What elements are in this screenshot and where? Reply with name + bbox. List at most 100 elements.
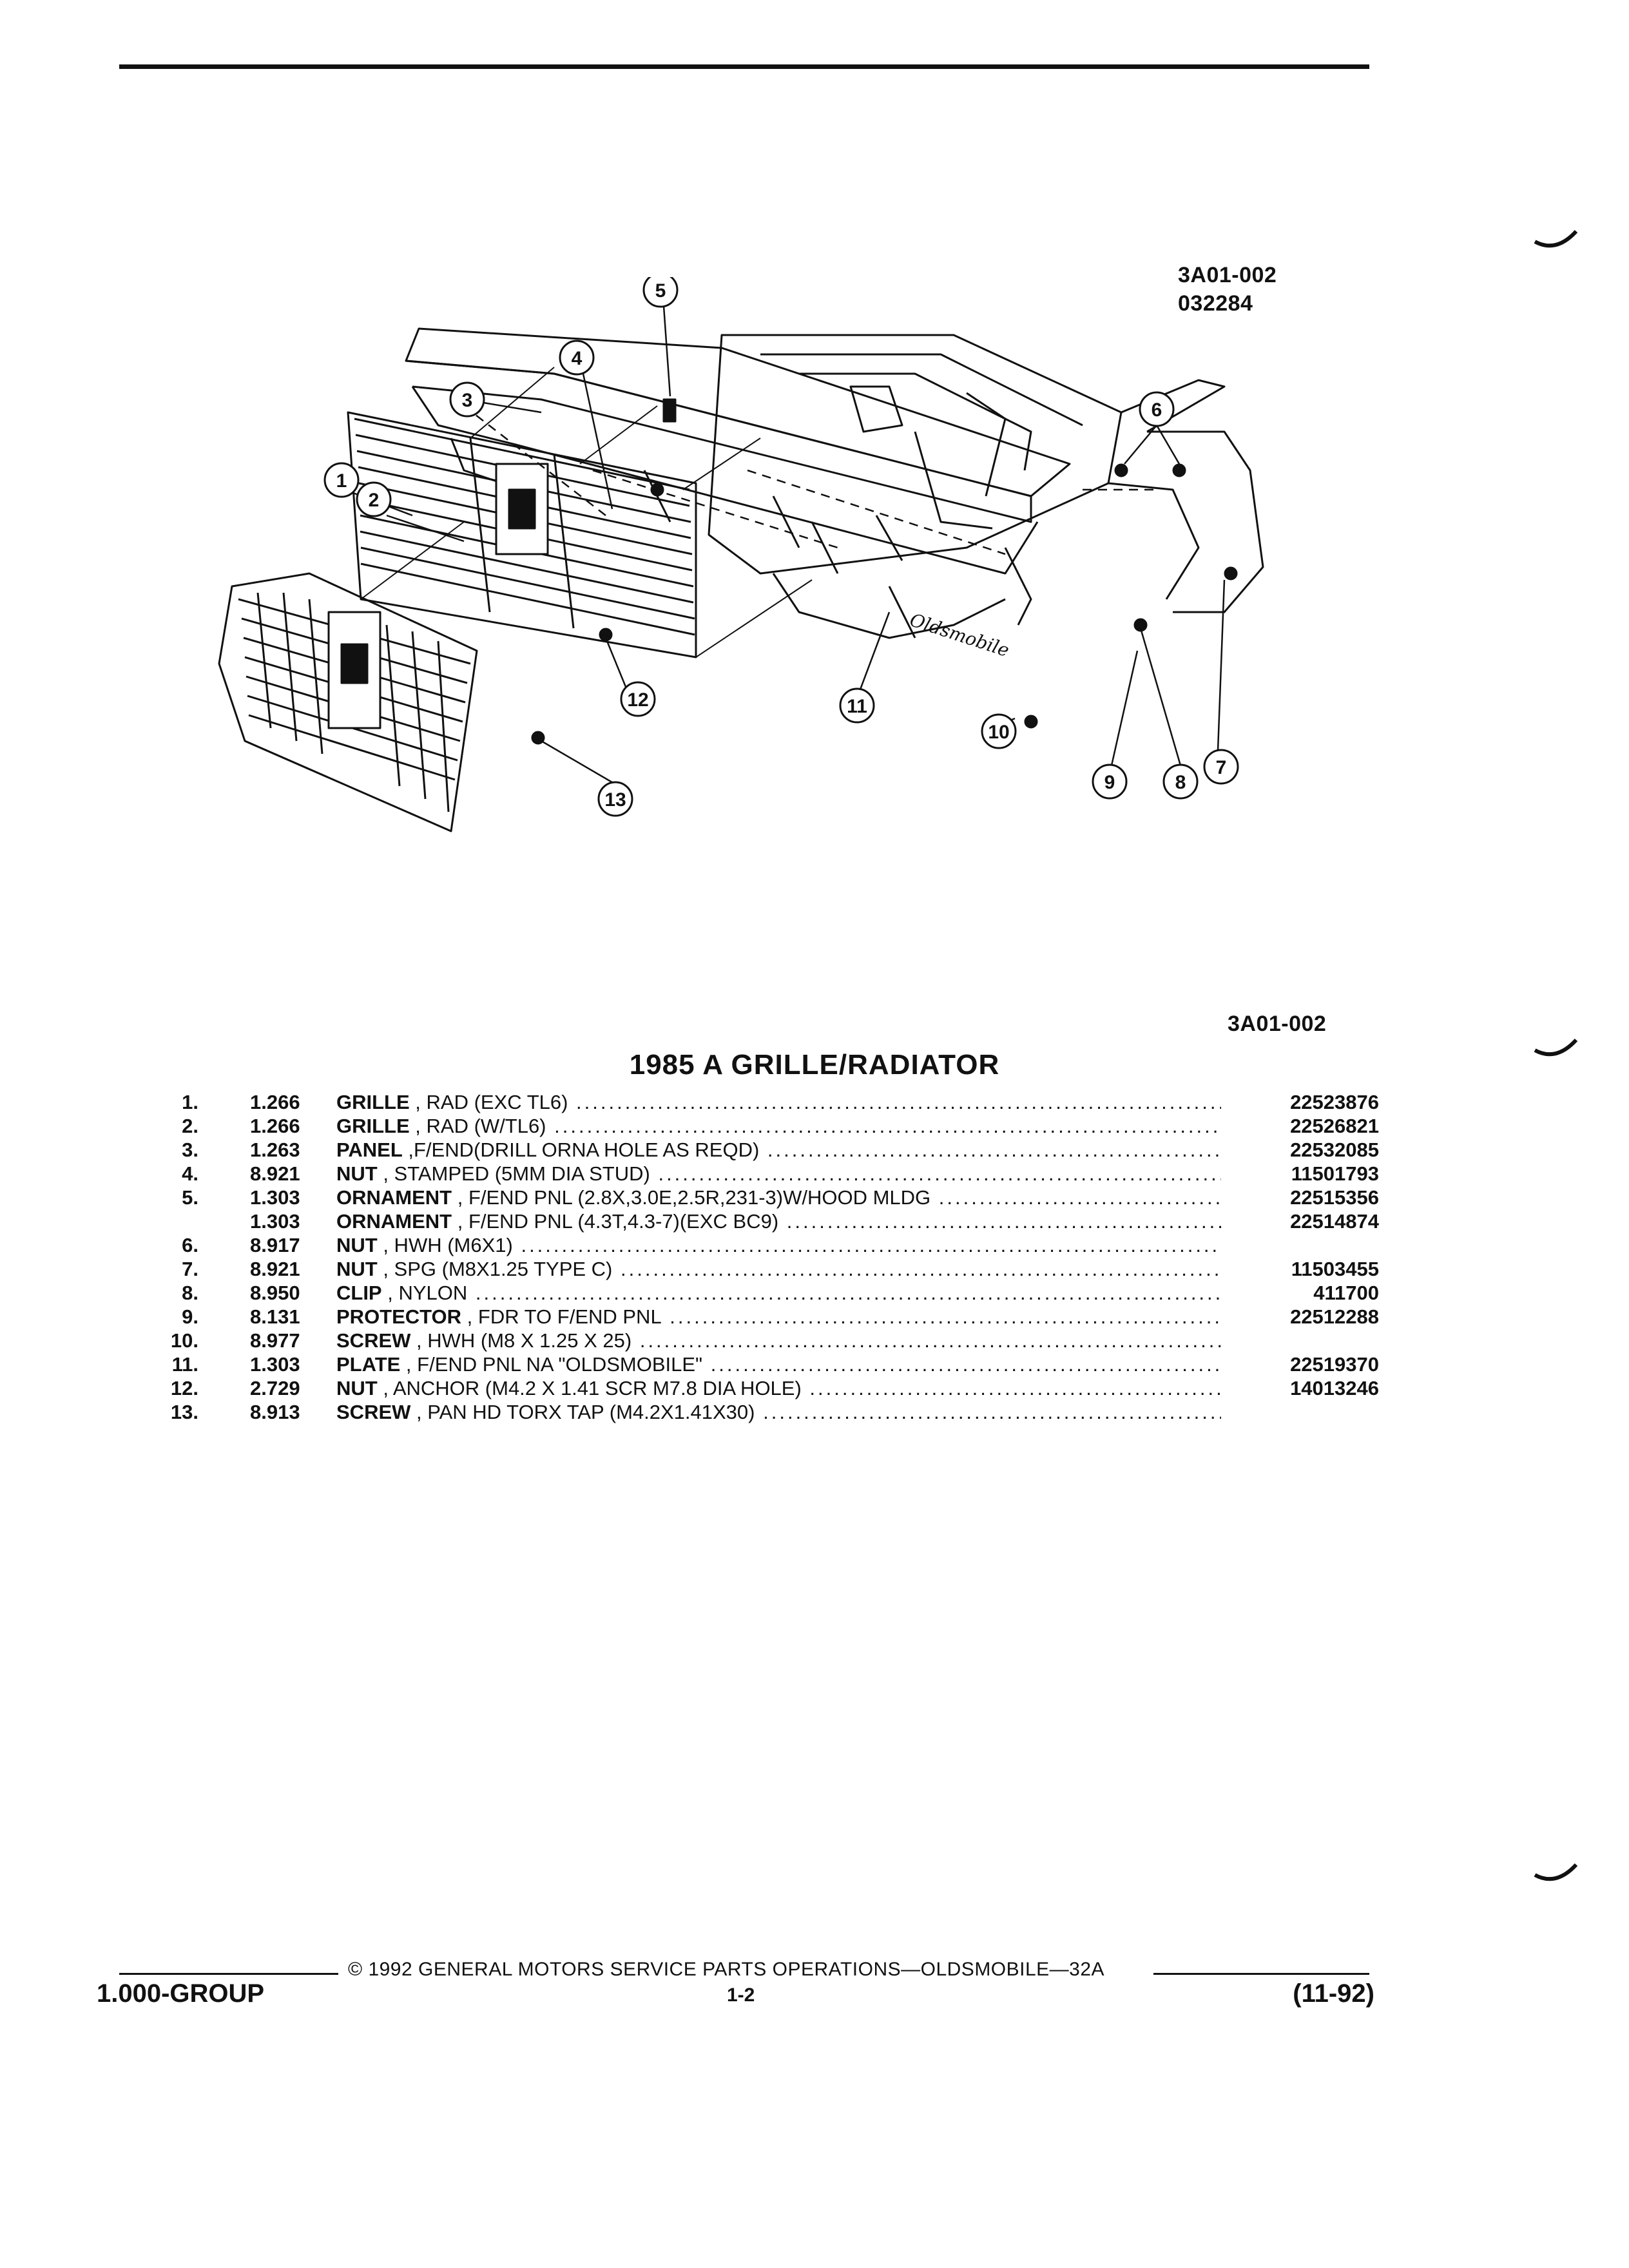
part-name: SCREW <box>336 1329 411 1352</box>
part-number: 22512288 <box>1290 1305 1379 1328</box>
svg-text:5: 5 <box>655 280 666 302</box>
grille-1 <box>218 572 478 832</box>
part-code: 8.917 <box>250 1234 300 1256</box>
part-description: GRILLE , RAD (EXC TL6) .................… <box>336 1090 1221 1114</box>
part-description: ORNAMENT , F/END PNL (4.3T,4.3-7)(EXC BC… <box>336 1209 1221 1233</box>
part-detail: , F/END PNL (4.3T,4.3-7)(EXC BC9) <box>452 1210 779 1233</box>
part-code: 2.729 <box>250 1377 300 1399</box>
part-name: CLIP <box>336 1282 382 1304</box>
part-number: 22523876 <box>1290 1091 1379 1113</box>
leader-dots: ........................................… <box>639 1329 1221 1352</box>
part-name: NUT <box>336 1377 378 1399</box>
callout-13: 13 <box>597 781 633 817</box>
part-ref: 6. <box>182 1234 198 1256</box>
part-description: NUT , STAMPED (5MM DIA STUD) ...........… <box>336 1162 1221 1186</box>
part-number: 22514874 <box>1290 1210 1379 1233</box>
part-name: PROTECTOR <box>336 1305 462 1328</box>
callout-11: 11 <box>839 687 875 724</box>
callout-10: 10 <box>981 713 1017 749</box>
callout-2: 2 <box>356 481 392 517</box>
parts-row: 4. 8.921 NUT , STAMPED (5MM DIA STUD) ....… <box>142 1162 1379 1186</box>
part-description: CLIP , NYLON ...........................… <box>336 1281 1221 1305</box>
fasteners <box>531 398 1238 745</box>
part-name: NUT <box>336 1258 378 1280</box>
leader-dots: ........................................… <box>521 1234 1221 1256</box>
part-code: 1.303 <box>250 1186 300 1209</box>
svg-text:2: 2 <box>369 490 380 511</box>
part-description: PANEL ,F/END(DRILL ORNA HOLE AS REQD) ..… <box>336 1138 1221 1162</box>
footer-group: 1.000-GROUP <box>97 1979 265 2008</box>
part-number: 11501793 <box>1291 1162 1379 1185</box>
parts-row: 6. 8.917 NUT , HWH (M6X1) ................… <box>142 1233 1379 1257</box>
callout-9: 9 <box>1092 764 1128 800</box>
part-code: 1.303 <box>250 1353 300 1376</box>
part-detail: , RAD (W/TL6) <box>409 1115 546 1137</box>
svg-text:7: 7 <box>1216 757 1227 778</box>
svg-text:11: 11 <box>847 696 867 717</box>
part-ref: 2. <box>182 1115 198 1137</box>
svg-text:4: 4 <box>572 348 583 369</box>
footer-page-number: 1-2 <box>727 1984 755 2006</box>
part-ref: 7. <box>182 1258 198 1280</box>
ornament-script: Oldsmobile <box>907 609 1012 661</box>
parts-row: 1.303 ORNAMENT , F/END PNL (4.3T,4.3-7)(E… <box>142 1209 1379 1233</box>
part-name: NUT <box>336 1234 378 1256</box>
leader-dots: ........................................… <box>621 1258 1221 1280</box>
front-end-structure <box>708 334 1264 639</box>
svg-text:1: 1 <box>336 470 347 492</box>
leader-dots: ........................................… <box>809 1377 1221 1399</box>
exploded-diagram: Oldsmobile 1 2 3 4 5 6 7 8 9 10 11 12 13 <box>218 277 1264 832</box>
callout-5: 5 <box>642 277 679 308</box>
part-detail: , PAN HD TORX TAP (M4.2X1.41X30) <box>410 1401 755 1423</box>
parts-row: 13. 8.913 SCREW , PAN HD TORX TAP (M4.2X1.… <box>142 1400 1379 1424</box>
part-detail: ,F/END(DRILL ORNA HOLE AS REQD) <box>402 1139 760 1161</box>
part-ref: 9. <box>182 1305 198 1328</box>
leader-dots: ........................................… <box>938 1186 1221 1209</box>
part-ref: 3. <box>182 1139 198 1161</box>
part-description: PROTECTOR , FDR TO F/END PNL ...........… <box>336 1305 1221 1329</box>
part-number: 411700 <box>1313 1282 1379 1304</box>
leader-dots: ........................................… <box>763 1401 1221 1423</box>
part-ref: 1. <box>182 1091 198 1113</box>
svg-text:8: 8 <box>1175 772 1186 793</box>
leader-dots: ........................................… <box>475 1282 1221 1304</box>
svg-text:13: 13 <box>604 789 626 811</box>
part-code: 8.921 <box>250 1162 300 1185</box>
part-description: NUT , SPG (M8X1.25 TYPE C) .............… <box>336 1257 1221 1281</box>
figure-date-code: 032284 <box>1178 291 1253 316</box>
footer-date: (11-92) <box>1293 1979 1374 2008</box>
part-detail: , F/END PNL (2.8X,3.0E,2.5R,231-3)W/HOOD… <box>452 1186 931 1209</box>
callout-8: 8 <box>1162 764 1199 800</box>
part-detail: , HWH (M6X1) <box>377 1234 513 1256</box>
part-detail: , ANCHOR (M4.2 X 1.41 SCR M7.8 DIA HOLE) <box>377 1377 802 1399</box>
part-description: SCREW , PAN HD TORX TAP (M4.2X1.41X30) .… <box>336 1400 1221 1424</box>
part-detail: , SPG (M8X1.25 TYPE C) <box>377 1258 613 1280</box>
figure-id-bottom: 3A01-002 <box>1228 1012 1327 1036</box>
leader-dots: ........................................… <box>710 1353 1221 1376</box>
part-code: 1.303 <box>250 1210 300 1233</box>
grille-2 <box>347 411 697 658</box>
part-number: 22526821 <box>1290 1115 1379 1137</box>
part-name: PLATE <box>336 1353 401 1376</box>
part-detail: , F/END PNL NA "OLDSMOBILE" <box>400 1353 703 1376</box>
leader-dots: ........................................… <box>658 1162 1221 1185</box>
callout-1: 1 <box>323 462 360 498</box>
part-ref: 8. <box>182 1282 198 1304</box>
part-ref: 4. <box>182 1162 198 1185</box>
figure-id-top: 3A01-002 <box>1178 263 1277 287</box>
part-code: 8.131 <box>250 1305 300 1328</box>
footer-copyright: © 1992 GENERAL MOTORS SERVICE PARTS OPER… <box>348 1959 1105 1980</box>
part-name: ORNAMENT <box>336 1186 452 1209</box>
part-code: 8.913 <box>250 1401 300 1423</box>
callout-3: 3 <box>449 381 485 418</box>
parts-row: 5. 1.303 ORNAMENT , F/END PNL (2.8X,3.0E,2… <box>142 1186 1379 1209</box>
part-name: ORNAMENT <box>336 1210 452 1233</box>
part-ref: 13. <box>170 1401 198 1423</box>
part-ref: 5. <box>182 1186 198 1209</box>
part-number: 11503455 <box>1291 1258 1379 1280</box>
part-name: PANEL <box>336 1139 403 1161</box>
